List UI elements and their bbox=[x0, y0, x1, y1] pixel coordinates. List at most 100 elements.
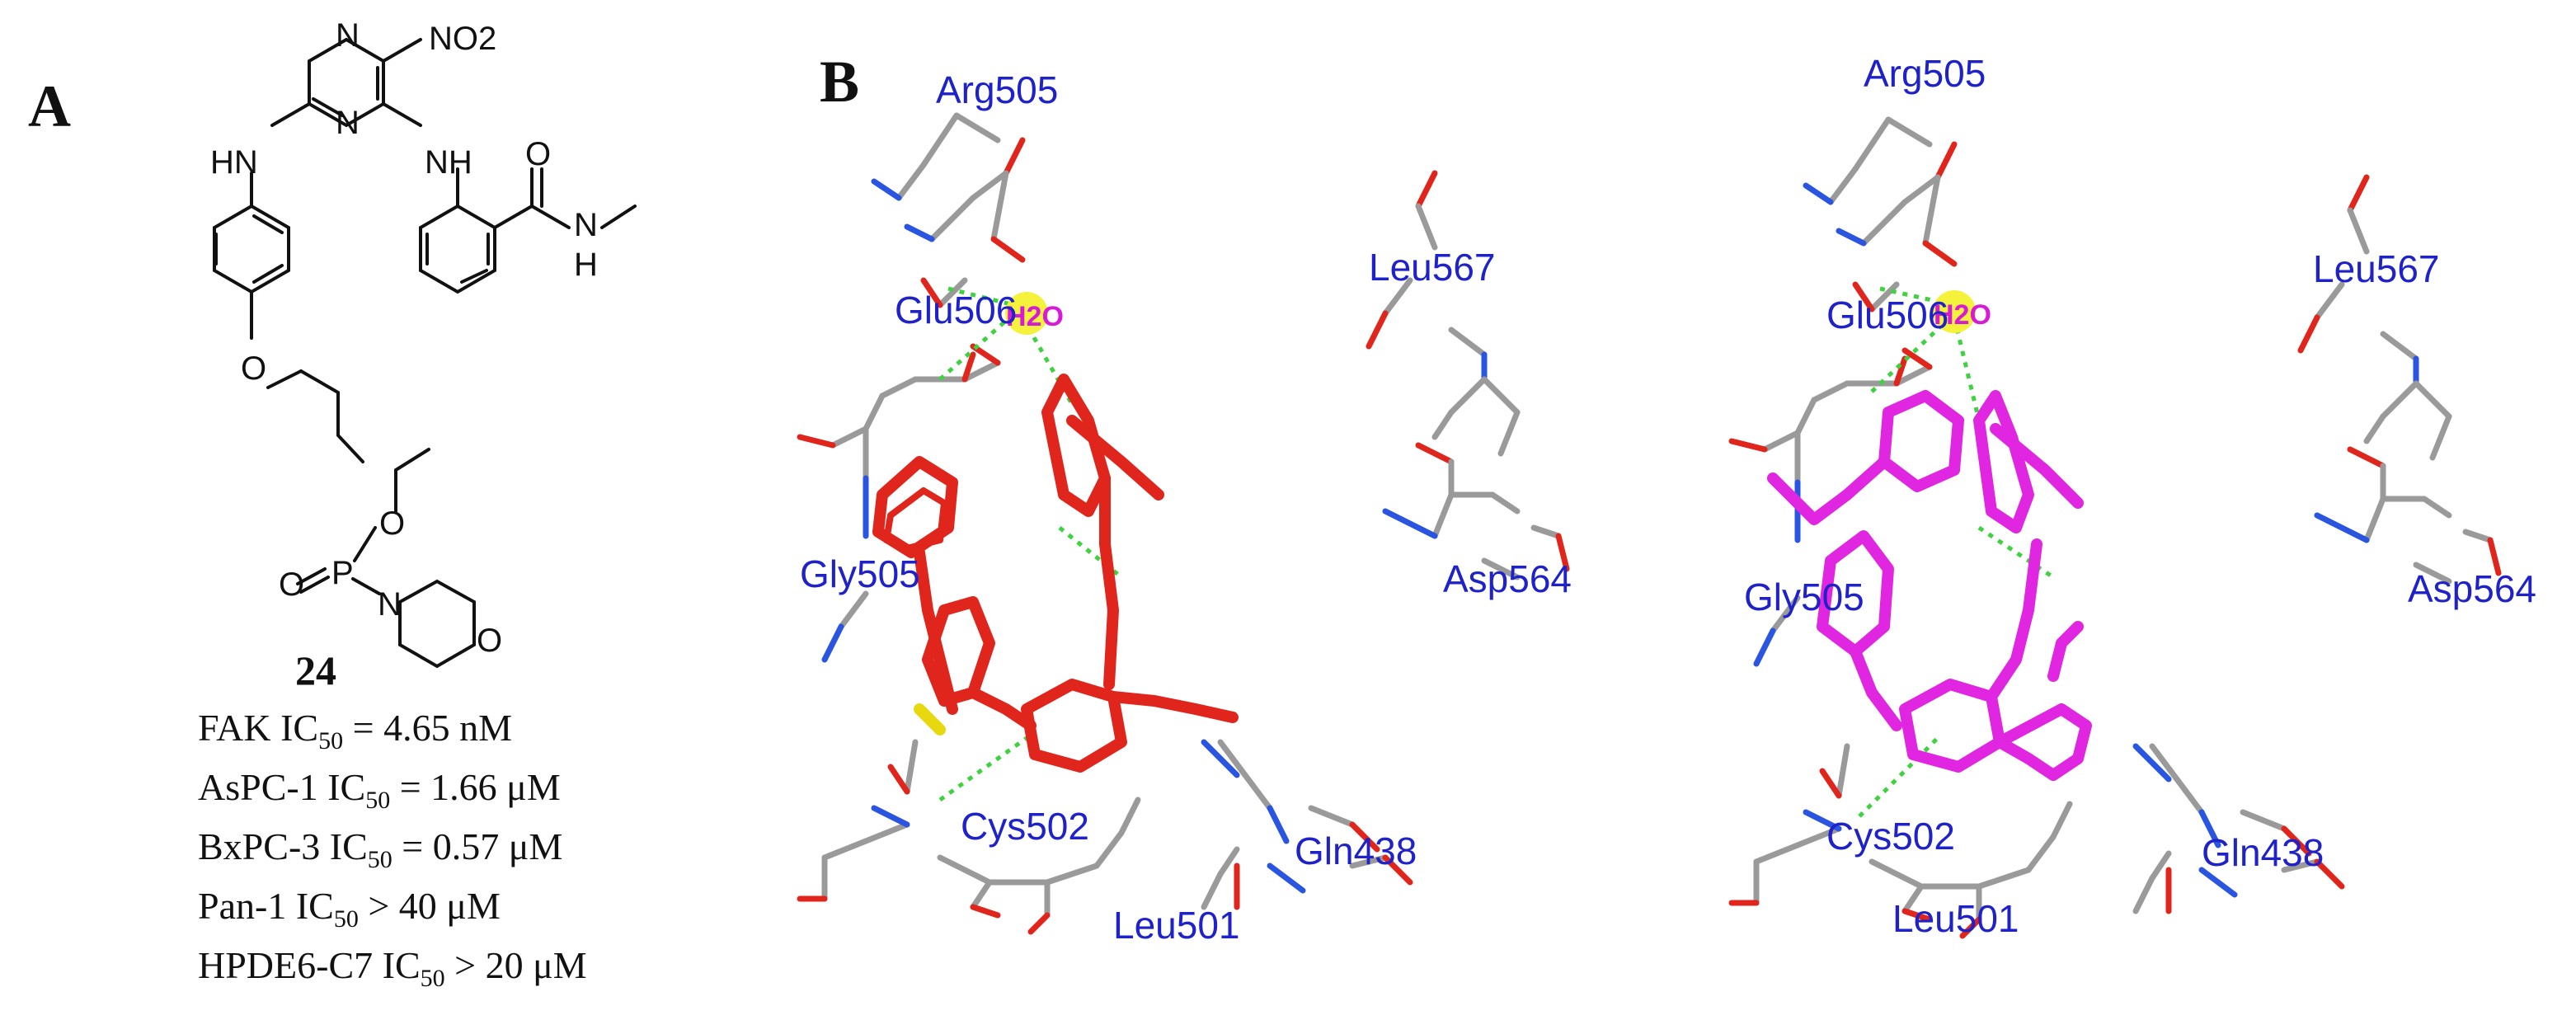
protein-stick-segment bbox=[2314, 512, 2370, 543]
activity-subscript: 50 bbox=[318, 727, 344, 755]
residue-label: Gly505 bbox=[800, 552, 920, 595]
protein-stick-segment bbox=[879, 376, 919, 399]
docking-view-left: H2O Arg505 Glu506 Leu567 Gly505 Asp564 C… bbox=[797, 68, 1572, 947]
protein-stick-segment bbox=[2347, 207, 2370, 255]
protein-stick-segment bbox=[1922, 240, 1958, 267]
protein-stick-segment bbox=[904, 739, 919, 795]
p-double-o-bond bbox=[296, 567, 327, 585]
protein-stick-segment bbox=[1803, 809, 1842, 832]
residue-label: Asp564 bbox=[1443, 557, 1572, 600]
protein-stick-segment bbox=[2281, 825, 2312, 857]
docking-view-right: H2O Arg505 Glu506 Leu567 Gly505 Asp564 C… bbox=[1728, 52, 2536, 940]
protein-stick-segment bbox=[1217, 739, 1248, 778]
protein-stick-segment bbox=[863, 392, 886, 432]
protein-stick-segment bbox=[961, 360, 1001, 383]
residue-label: Leu501 bbox=[1113, 904, 1240, 947]
protein-stick-segment bbox=[1836, 228, 1867, 247]
protein-stick-segment bbox=[2413, 380, 2452, 420]
protein-stick-segment bbox=[1761, 430, 1801, 453]
protein-stick-segment bbox=[2429, 413, 2452, 461]
activity-value: 40 μM bbox=[398, 885, 501, 927]
protein-stick-segment bbox=[1753, 842, 1801, 865]
activity-subscript: 50 bbox=[365, 787, 391, 815]
protein-stick-segment bbox=[871, 178, 902, 201]
protein-stick-segment bbox=[830, 425, 869, 449]
activity-subscript: 50 bbox=[333, 905, 359, 933]
protein-stick-segment bbox=[2025, 834, 2057, 873]
activity-relation: > bbox=[358, 885, 399, 927]
protein-stick-segment bbox=[1382, 277, 1413, 317]
morpholine-n-label: N bbox=[378, 586, 402, 623]
water-right: H2O bbox=[1933, 290, 1991, 333]
protein-stick-segment bbox=[937, 854, 993, 886]
residue-label: Cys502 bbox=[961, 805, 1089, 848]
protein-stick-segment bbox=[1448, 376, 1488, 416]
protein-stick-segment bbox=[1003, 137, 1026, 176]
protein-stick-segment bbox=[1794, 825, 1842, 848]
protein-stick-segment bbox=[1267, 805, 1290, 844]
amide-bond bbox=[530, 204, 571, 229]
hn-left-label: HN bbox=[210, 144, 258, 181]
ligand-right bbox=[1767, 390, 2092, 781]
protein-stick-segment bbox=[2380, 380, 2419, 420]
protein-stick-segment bbox=[1382, 854, 1413, 886]
protein-stick-segment bbox=[2149, 850, 2172, 881]
activity-bxpc3: BxPC-3 IC50 = 0.57 μM bbox=[198, 825, 562, 874]
panel-a-label: A bbox=[28, 73, 71, 139]
residue-label: Arg505 bbox=[1864, 52, 1986, 95]
aromatic-bond bbox=[252, 214, 284, 234]
protein-stick-segment bbox=[1803, 182, 1834, 205]
protein-stick-segment bbox=[1201, 739, 1240, 778]
residue-label: Glu506 bbox=[895, 289, 1017, 331]
protein-stick-segment bbox=[1885, 116, 1933, 148]
ether-o-label: O bbox=[241, 350, 266, 387]
protein-stick-segment bbox=[1415, 170, 1438, 209]
protein-stick-segment bbox=[2198, 809, 2221, 848]
activity-value: 20 μM bbox=[485, 944, 587, 986]
protein-stick-segment bbox=[895, 162, 927, 201]
protein-stick-segment bbox=[1044, 862, 1100, 886]
hbonds-right bbox=[1858, 286, 2055, 818]
amide-bond bbox=[493, 204, 534, 229]
protein-stick-segment bbox=[953, 112, 1001, 143]
protein-stick-segment bbox=[1959, 916, 1982, 939]
amide-n-label: N bbox=[574, 207, 598, 243]
protein-stick-segment bbox=[1217, 846, 1240, 877]
water-label-left: H2O bbox=[1006, 301, 1064, 332]
protein-stick-segment bbox=[1415, 203, 1438, 251]
activity-relation: = bbox=[392, 825, 433, 867]
pyrimidine-n-mid: N bbox=[336, 105, 360, 141]
protein-stick-segment bbox=[920, 112, 960, 168]
nitro-label: NO2 bbox=[429, 21, 496, 57]
residue-label: Glu506 bbox=[1826, 294, 1948, 336]
protein-stick-segment bbox=[1027, 912, 1051, 935]
residue-label: Leu567 bbox=[1369, 246, 1496, 289]
residue-label: Asp564 bbox=[2408, 567, 2536, 610]
p-double-o-bond bbox=[299, 576, 330, 594]
hn-bond bbox=[270, 102, 311, 127]
protein-stick-segment bbox=[990, 170, 1009, 242]
phosphorus-label: P bbox=[331, 555, 354, 591]
pyrimidine-n-top: N bbox=[336, 17, 360, 54]
protein-stick-segment bbox=[1530, 524, 1562, 539]
protein-stick-segment bbox=[2174, 776, 2205, 815]
protein-stick-segment bbox=[1431, 491, 1455, 539]
protein-stick-segment bbox=[871, 805, 910, 828]
aromatic-bond bbox=[252, 264, 284, 284]
protein-stick-segment bbox=[970, 904, 1001, 919]
protein-stick-segment bbox=[1922, 174, 1941, 247]
ligand-left bbox=[872, 374, 1239, 773]
left-phenyl-ring bbox=[213, 204, 290, 294]
protein-stick-segment bbox=[1267, 862, 1306, 894]
p-o-bond bbox=[353, 526, 377, 562]
protein-stick-segment bbox=[1448, 327, 1488, 358]
protein-stick-segment bbox=[1819, 768, 1842, 799]
activity-assay: Pan-1 IC bbox=[198, 885, 334, 927]
protein-stick-segment bbox=[970, 879, 993, 910]
morpholine-ring bbox=[398, 579, 476, 669]
activity-subscript: 50 bbox=[420, 965, 445, 993]
panel-b-label: B bbox=[820, 49, 860, 115]
protein-stick-segment bbox=[937, 277, 968, 308]
protein-stick-segment bbox=[1431, 409, 1455, 440]
residue-label: Cys502 bbox=[1826, 815, 1955, 858]
